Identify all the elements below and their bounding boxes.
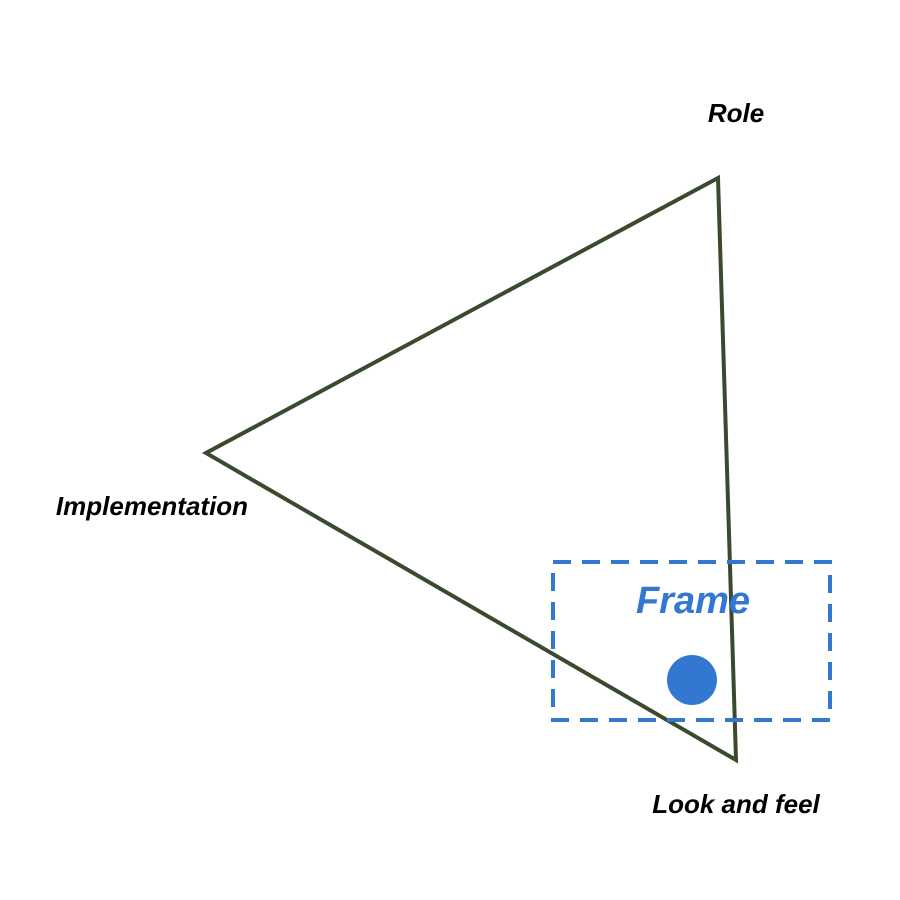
frame-marker-dot bbox=[667, 655, 717, 705]
vertex-label-role: Role bbox=[708, 98, 764, 128]
frame-label: Frame bbox=[636, 580, 750, 622]
frame-box bbox=[551, 560, 832, 722]
triangle-outline bbox=[201, 174, 739, 764]
vertex-label-look-and-feel: Look and feel bbox=[652, 789, 820, 819]
vertex-label-implementation: Implementation bbox=[56, 491, 248, 521]
